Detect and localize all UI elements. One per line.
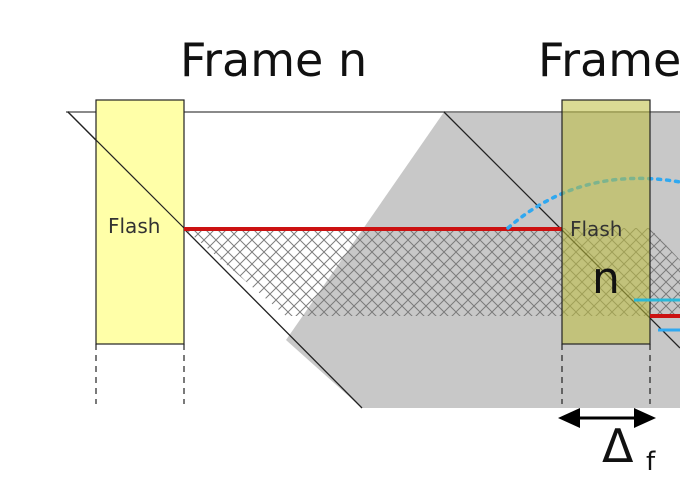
hatched-overlap-region [184, 228, 680, 316]
shutter-diagonal-over-flash [67, 111, 185, 229]
overlap-n-label: n [592, 253, 620, 304]
flash-label-1: Flash [108, 214, 160, 238]
delta-symbol: Δ [602, 419, 634, 473]
frame-title-next: Frame [538, 33, 680, 87]
delta-arrow-head-left [558, 408, 580, 428]
delta-subscript: f [646, 447, 656, 477]
delta-arrow-head-right [634, 408, 656, 428]
flash-label-2: Flash [570, 217, 622, 241]
flash-box-2 [561, 99, 651, 345]
frame-title-n: Frame n [180, 33, 367, 87]
flash-box-1 [95, 99, 185, 345]
